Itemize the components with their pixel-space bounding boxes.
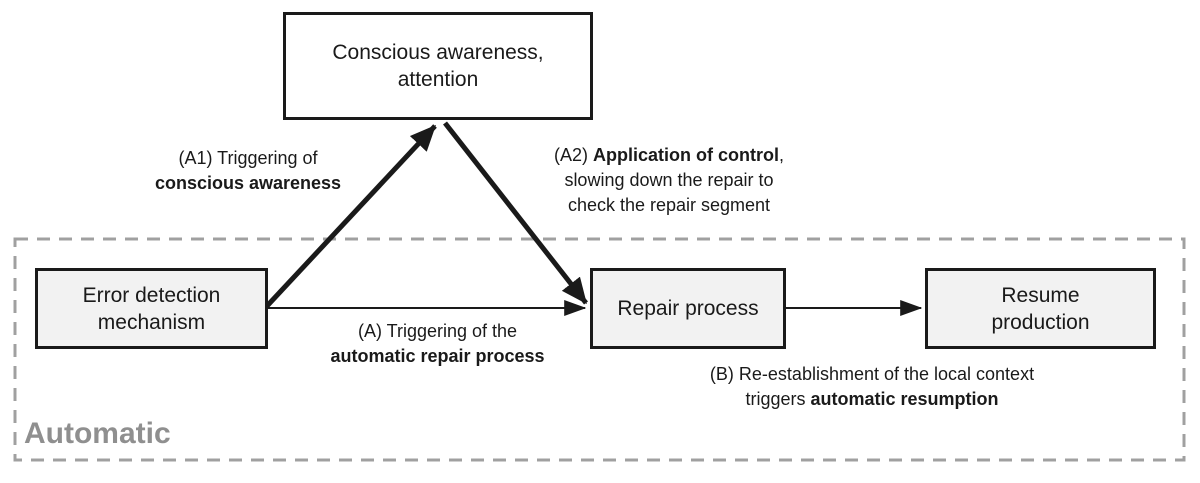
arrow-a1-triggering-awareness bbox=[265, 124, 437, 308]
label-b: (B) Re-establishment of the local contex… bbox=[637, 362, 1107, 412]
arrow-a2-application-of-control bbox=[443, 121, 588, 305]
label-a: (A) Triggering of the automatic repair p… bbox=[295, 319, 580, 369]
box-error-detection: Error detection mechanism bbox=[35, 268, 268, 349]
label-b-line2-prefix: triggers bbox=[745, 389, 811, 409]
label-a2-line2: slowing down the repair to bbox=[564, 170, 774, 190]
box-repair-process: Repair process bbox=[590, 268, 786, 349]
box-resume-production-label: Resume production bbox=[991, 283, 1090, 334]
label-a2-line1-prefix: (A2) bbox=[553, 145, 593, 165]
label-a1-line2-bold: conscious awareness bbox=[154, 173, 342, 193]
label-b-line2-bold: automatic resumption bbox=[810, 389, 999, 409]
label-a2: (A2) Application of control, slowing dow… bbox=[528, 143, 810, 218]
label-b-line1: (B) Re-establishment of the local contex… bbox=[709, 364, 1035, 384]
automatic-region-label: Automatic bbox=[24, 417, 171, 450]
automatic-region-border bbox=[13, 237, 1186, 462]
label-a1: (A1) Triggering of conscious awareness bbox=[113, 146, 383, 196]
label-a1-line1: (A1) Triggering of bbox=[178, 148, 318, 168]
label-a2-line1-suffix: , bbox=[779, 145, 785, 165]
label-a2-line1-bold: Application of control bbox=[593, 145, 779, 165]
box-conscious-awareness: Conscious awareness, attention bbox=[283, 12, 593, 120]
box-conscious-awareness-label: Conscious awareness, attention bbox=[332, 41, 544, 91]
box-error-detection-label: Error detection mechanism bbox=[82, 283, 221, 334]
box-resume-production: Resume production bbox=[925, 268, 1156, 349]
box-repair-process-label: Repair process bbox=[617, 297, 759, 320]
label-a2-line3: check the repair segment bbox=[567, 195, 771, 215]
label-a-line2-bold: automatic repair process bbox=[330, 346, 545, 366]
label-a-line1: (A) Triggering of the bbox=[357, 321, 518, 341]
